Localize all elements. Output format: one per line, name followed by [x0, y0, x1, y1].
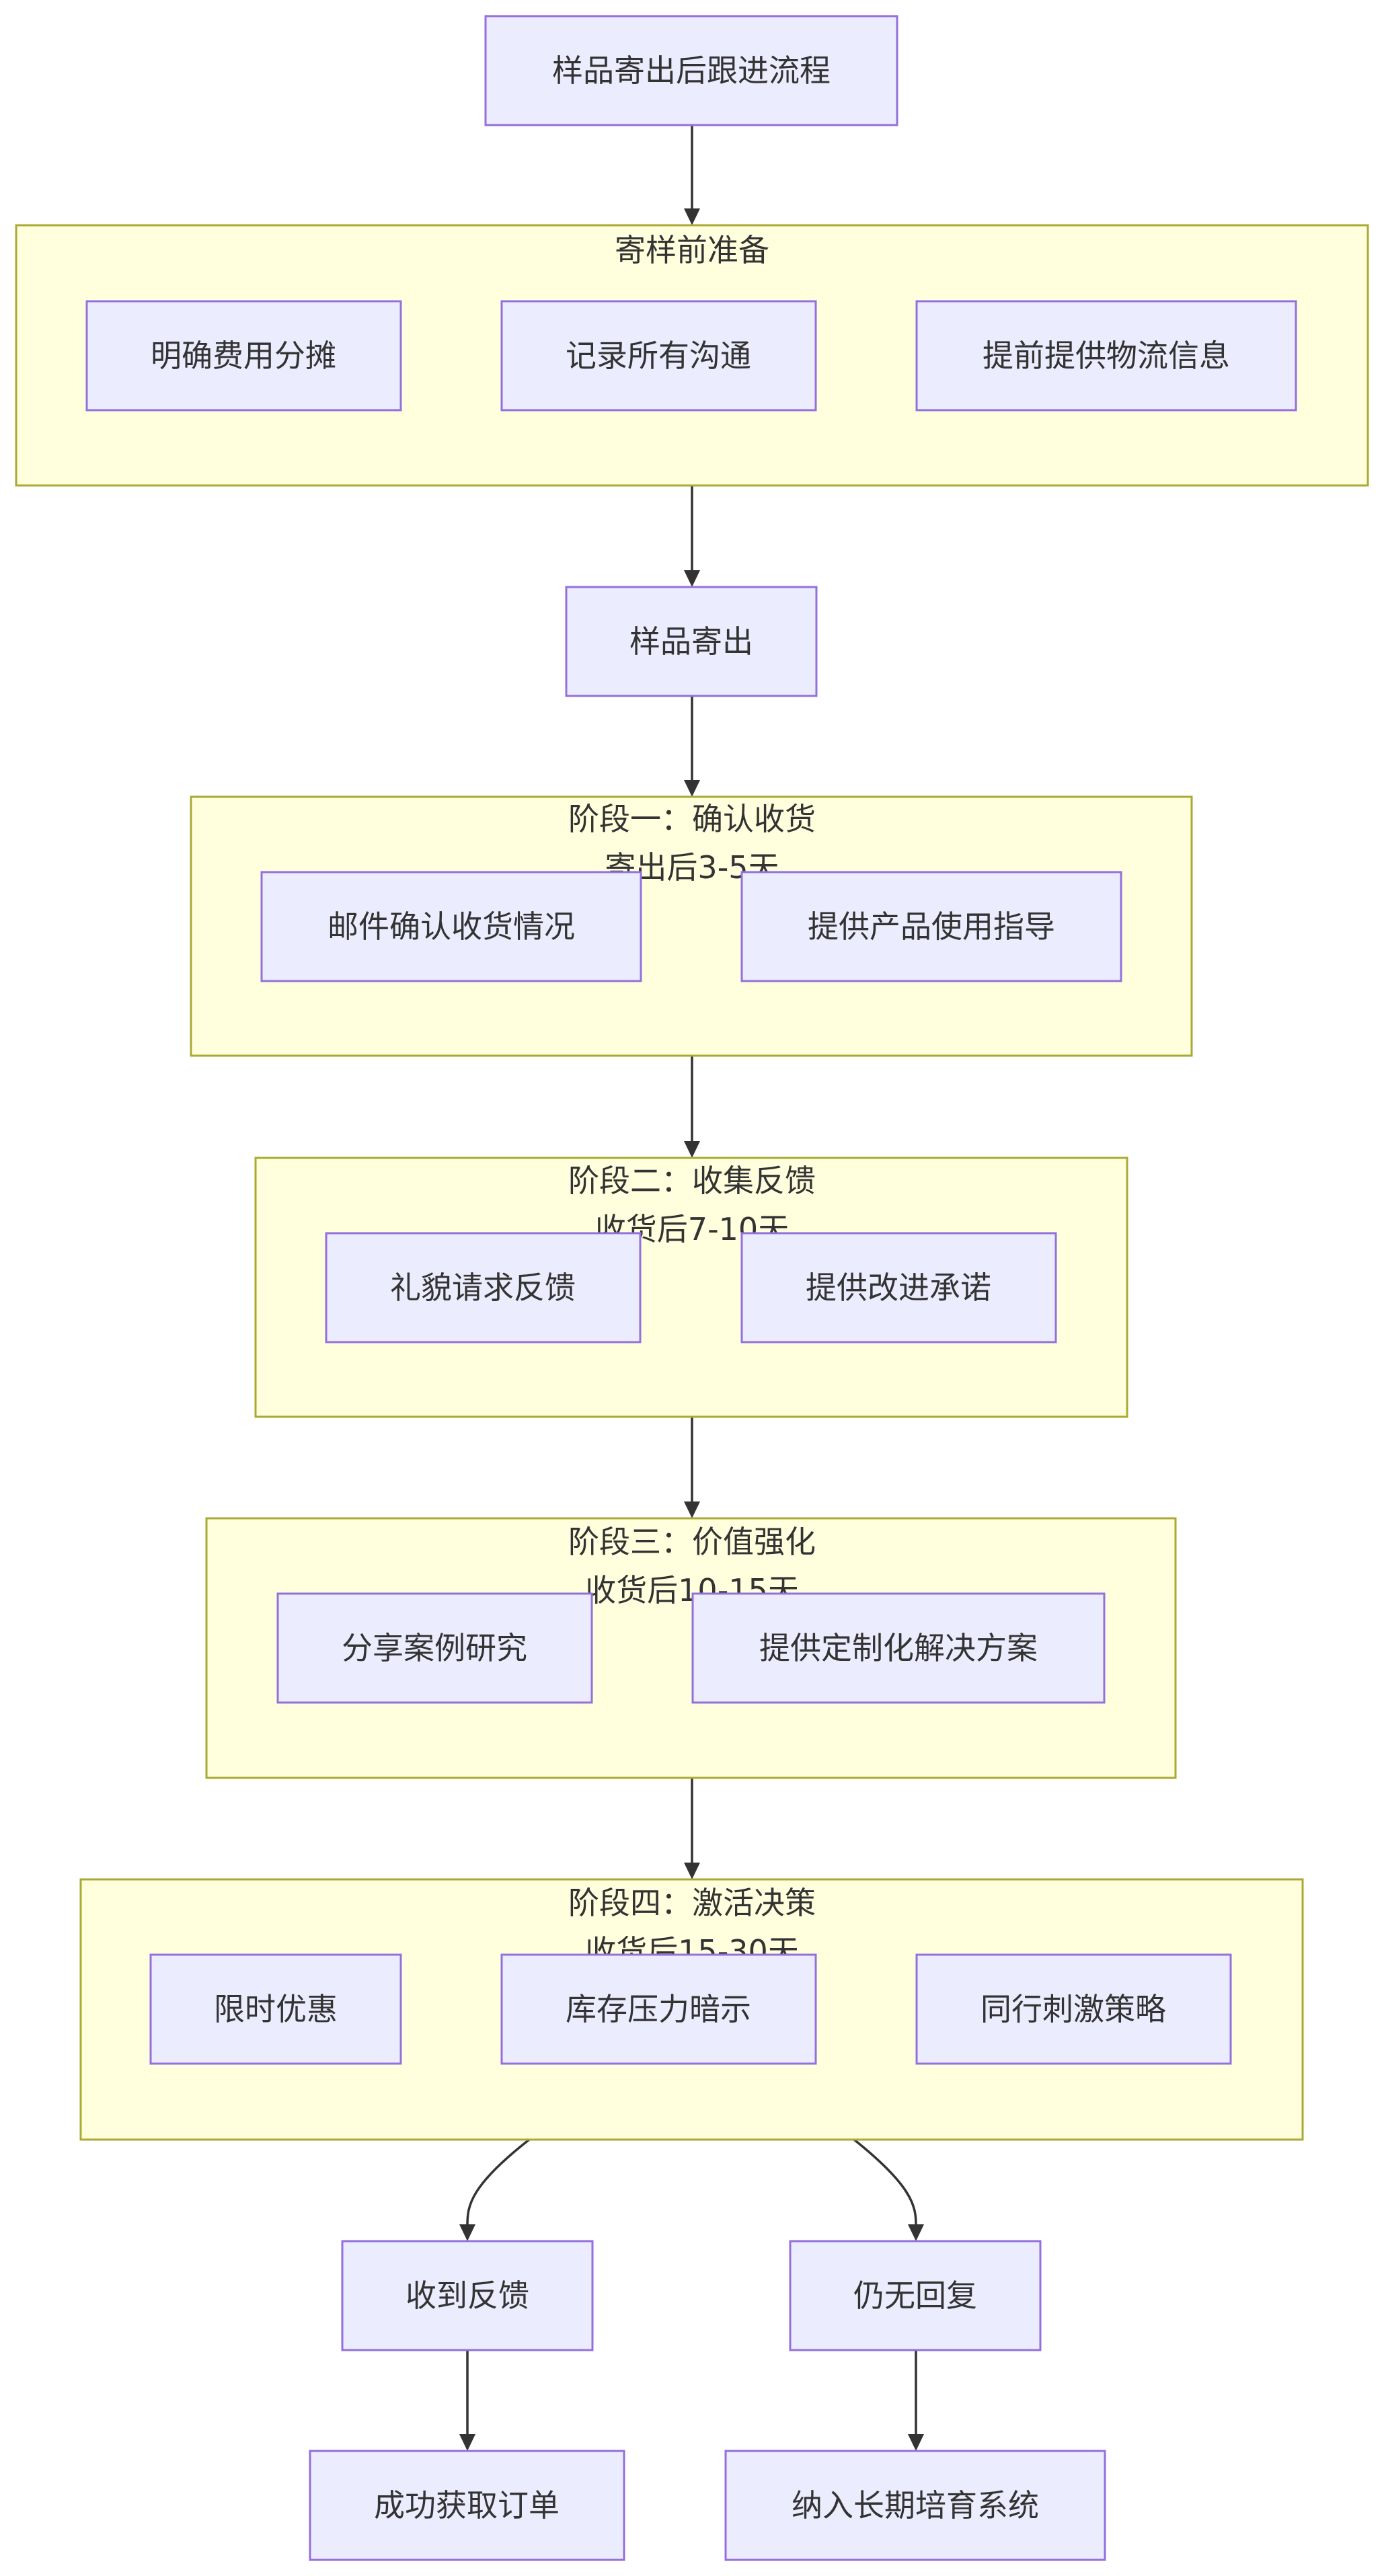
- node-prep-1: 明确费用分摊: [85, 300, 402, 412]
- cluster-prep-title: 寄样前准备: [615, 232, 769, 268]
- node-stage2-2: 提供改进承诺: [740, 1232, 1057, 1343]
- node-stage1-2-label: 提供产品使用指导: [808, 908, 1055, 945]
- arrowhead: [459, 2224, 475, 2241]
- cluster-stage2-title: 阶段二：收集反馈: [568, 1163, 816, 1199]
- arrowhead: [459, 2434, 475, 2451]
- node-stage2-2-label: 提供改进承诺: [806, 1270, 991, 1306]
- node-order: 成功获取订单: [309, 2450, 625, 2561]
- cluster-stage1: 阶段一：确认收货 寄出后3-5天 邮件确认收货情况 提供产品使用指导: [190, 795, 1193, 1057]
- node-prep-2-label: 记录所有沟通: [566, 338, 751, 374]
- node-stage1-1: 邮件确认收货情况: [260, 871, 642, 982]
- node-feedback: 收到反馈: [341, 2240, 594, 2351]
- cluster-stage3: 阶段三：价值强化 收货后10-15天 分享案例研究 提供定制化解决方案: [205, 1517, 1177, 1779]
- node-prep-1-label: 明确费用分摊: [151, 338, 336, 374]
- node-stage3-2-label: 提供定制化解决方案: [759, 1630, 1038, 1666]
- edges: [459, 125, 924, 2451]
- arrowhead: [908, 2434, 924, 2451]
- node-prep-3-label: 提前提供物流信息: [983, 338, 1230, 374]
- node-stage3-1: 分享案例研究: [276, 1592, 593, 1704]
- cluster-stage1-title: 阶段一：确认收货: [568, 801, 816, 837]
- node-nurture-label: 纳入长期培育系统: [792, 2487, 1039, 2524]
- node-stage2-1: 礼貌请求反馈: [325, 1232, 642, 1343]
- arrowhead: [684, 1141, 700, 1158]
- node-stage4-2-label: 库存压力暗示: [566, 1991, 751, 2027]
- node-send: 样品寄出: [565, 586, 818, 697]
- node-no-reply: 仍无回复: [789, 2240, 1042, 2351]
- cluster-stage3-title: 阶段三：价值强化: [568, 1524, 816, 1560]
- cluster-prep: 寄样前准备 明确费用分摊 记录所有沟通 提前提供物流信息: [15, 224, 1369, 487]
- node-stage3-2: 提供定制化解决方案: [691, 1592, 1106, 1704]
- node-stage2-1-label: 礼貌请求反馈: [390, 1270, 576, 1306]
- cluster-stage4-title: 阶段四：激活决策: [568, 1885, 816, 1921]
- arrowhead: [684, 1501, 700, 1518]
- node-stage4-3-label: 同行刺激策略: [981, 1991, 1166, 2027]
- edge-stage4-to-noreply: [853, 2138, 917, 2225]
- node-prep-3: 提前提供物流信息: [915, 300, 1297, 412]
- arrowhead: [908, 2224, 924, 2241]
- node-stage4-3: 同行刺激策略: [915, 1953, 1232, 2065]
- node-prep-2: 记录所有沟通: [500, 300, 817, 412]
- arrowhead: [684, 780, 700, 797]
- node-send-label: 样品寄出: [629, 623, 753, 660]
- cluster-stage2: 阶段二：收集反馈 收货后7-10天 礼貌请求反馈 提供改进承诺: [254, 1157, 1128, 1418]
- node-stage1-1-label: 邮件确认收货情况: [328, 908, 575, 945]
- node-nurture: 纳入长期培育系统: [724, 2450, 1106, 2561]
- cluster-stage4: 阶段四：激活决策 收货后15-30天 限时优惠 库存压力暗示 同行刺激策略: [79, 1878, 1304, 2141]
- node-stage4-1-label: 限时优惠: [214, 1991, 338, 2027]
- arrowhead: [684, 208, 700, 225]
- node-order-label: 成功获取订单: [374, 2487, 560, 2524]
- node-start-label: 样品寄出后跟进流程: [552, 52, 831, 89]
- arrowhead: [684, 570, 700, 587]
- node-stage1-2: 提供产品使用指导: [740, 871, 1122, 982]
- node-feedback-label: 收到反馈: [406, 2277, 529, 2314]
- node-stage3-1-label: 分享案例研究: [342, 1630, 527, 1666]
- node-no-reply-label: 仍无回复: [853, 2277, 977, 2314]
- node-stage4-2: 库存压力暗示: [500, 1953, 817, 2065]
- node-stage4-1: 限时优惠: [149, 1953, 402, 2065]
- node-start: 样品寄出后跟进流程: [484, 15, 898, 126]
- arrowhead: [684, 1863, 700, 1879]
- edge-stage4-to-feedback: [466, 2138, 531, 2225]
